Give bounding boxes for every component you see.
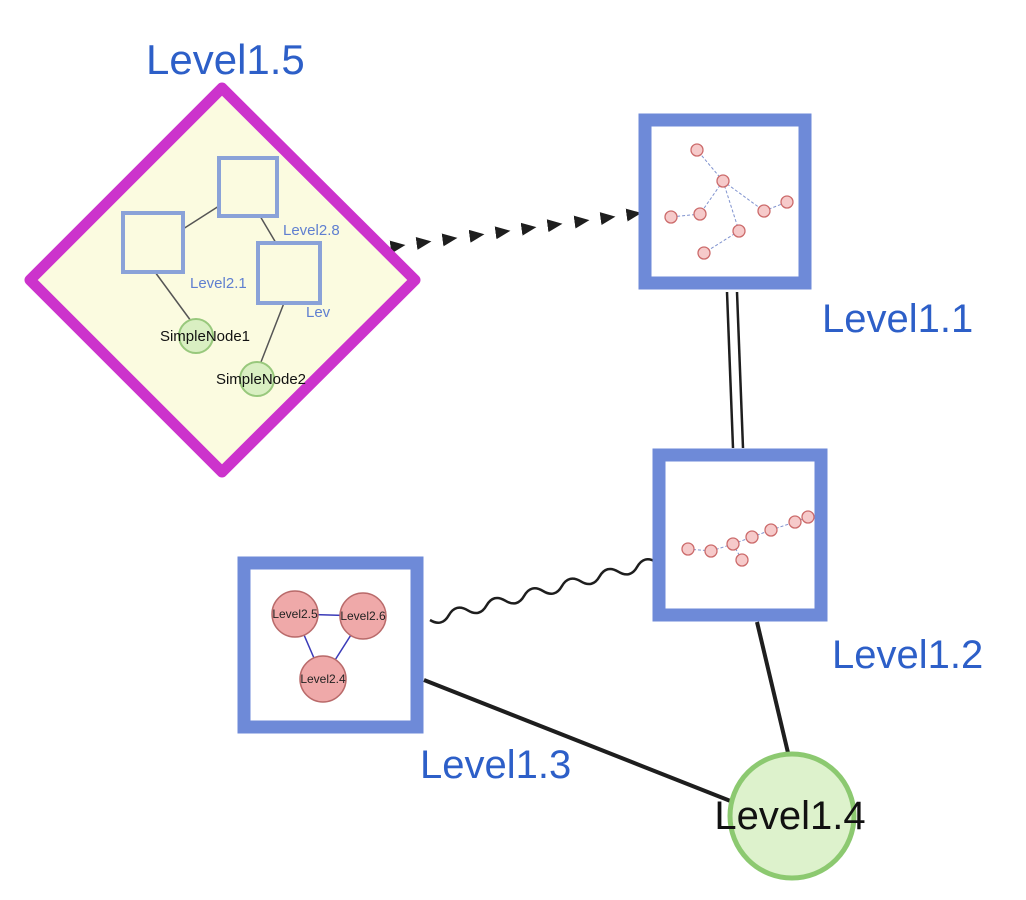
label-level15: Level1.5	[146, 36, 305, 83]
label-level11: Level1.1	[822, 297, 973, 341]
mini-node[interactable]	[780, 195, 794, 209]
level13-node-level26[interactable]	[339, 592, 387, 640]
mini-node[interactable]	[697, 246, 711, 260]
label-simplenode2: SimpleNode2	[216, 371, 306, 388]
level12-mini-graph	[681, 510, 815, 567]
node-level14: Level1.4	[714, 751, 866, 881]
mini-edge	[696, 149, 724, 182]
mini-node[interactable]	[801, 510, 815, 524]
edge-wavy-level13-level12[interactable]	[429, 558, 657, 624]
mini-edge	[699, 180, 724, 215]
level13-node-level24[interactable]	[299, 655, 347, 703]
mini-node[interactable]	[681, 542, 695, 556]
label-simplenode1: SimpleNode1	[160, 328, 250, 345]
label-level26: Level2.6	[340, 609, 386, 623]
mini-node[interactable]	[690, 143, 704, 157]
label-level28: Level2.8	[283, 222, 340, 239]
mini-edge	[703, 230, 740, 254]
mini-edge	[687, 548, 712, 552]
level11-mini-graph	[664, 143, 794, 260]
mini-node[interactable]	[764, 523, 778, 537]
level15-square-level21[interactable]	[121, 211, 185, 274]
node-level11	[638, 113, 812, 290]
simplenode1-circle[interactable]	[178, 318, 214, 354]
level13-box[interactable]	[237, 556, 424, 734]
edge-dashed-arrow-level15-level11[interactable]	[389, 208, 642, 254]
mini-node[interactable]	[757, 204, 771, 218]
edge-level13-level14[interactable]	[423, 678, 734, 804]
label-level14: Level1.4	[714, 794, 865, 838]
level14-circle[interactable]	[727, 751, 857, 881]
mini-node[interactable]	[693, 207, 707, 221]
label-level21: Level2.1	[190, 275, 247, 292]
label-level25: Level2.5	[272, 607, 318, 621]
mini-node[interactable]	[716, 174, 730, 188]
mini-node[interactable]	[732, 224, 746, 238]
mini-node[interactable]	[664, 210, 678, 224]
level11-box[interactable]	[638, 113, 812, 290]
mini-node[interactable]	[704, 544, 718, 558]
simplenode2-circle[interactable]	[239, 361, 275, 397]
mini-edge	[722, 180, 765, 212]
label-level12: Level1.2	[832, 633, 983, 677]
level15-diamond[interactable]	[24, 82, 421, 478]
label-level13: Level1.3	[420, 743, 571, 787]
node-level13: Level2.5 Level2.6 Level2.4	[237, 556, 424, 734]
level13-node-level25[interactable]	[271, 590, 319, 638]
edge-double-level11-level12[interactable]	[725, 291, 745, 449]
level15-square-lev[interactable]	[256, 241, 322, 305]
mini-edge	[722, 180, 740, 232]
mini-node[interactable]	[745, 530, 759, 544]
mini-edge	[710, 543, 734, 552]
label-level24: Level2.4	[300, 672, 346, 686]
mini-node[interactable]	[726, 537, 740, 551]
mini-node[interactable]	[788, 515, 802, 529]
mini-node[interactable]	[735, 553, 749, 567]
label-lev: Lev	[306, 304, 331, 321]
node-level12	[652, 448, 828, 622]
level15-inner-edges	[154, 205, 285, 363]
level15-square-level28[interactable]	[217, 156, 279, 218]
edge-level12-level14[interactable]	[755, 621, 791, 758]
level12-box[interactable]	[652, 448, 828, 622]
node-level15-group: Level2.8 Level2.1 Lev SimpleNode1 Simple…	[24, 82, 421, 478]
